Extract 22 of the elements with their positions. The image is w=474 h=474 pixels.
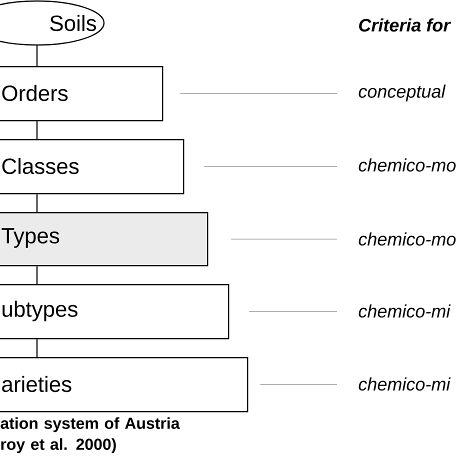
criteria-text: conceptual [358,84,446,102]
criteria-text: chemico-mi [358,377,451,391]
leader-line [230,238,338,240]
criteria-text: chemico-mi [358,304,451,318]
leader-line [248,311,338,312]
criteria-text: chemico-mo [358,158,456,172]
leader-line [260,384,338,385]
rank-box: arieties [0,357,248,412]
criteria-text: chemico-mo [358,232,456,246]
rank-box: Types [0,212,208,266]
connector-line [36,121,38,139]
connector-line [36,339,38,357]
connector-line [36,46,38,66]
rank-box: ubtypes [0,284,230,340]
connector-line [36,194,38,212]
connector-line [36,266,38,284]
heading: Criteria for [359,18,452,32]
rank-box: Orders [0,66,164,122]
rank-box: Classes [0,139,184,194]
leader-line [204,166,338,167]
caption: ation system of Austria roy et al. 2000) [0,417,180,454]
leader-line [180,93,338,94]
